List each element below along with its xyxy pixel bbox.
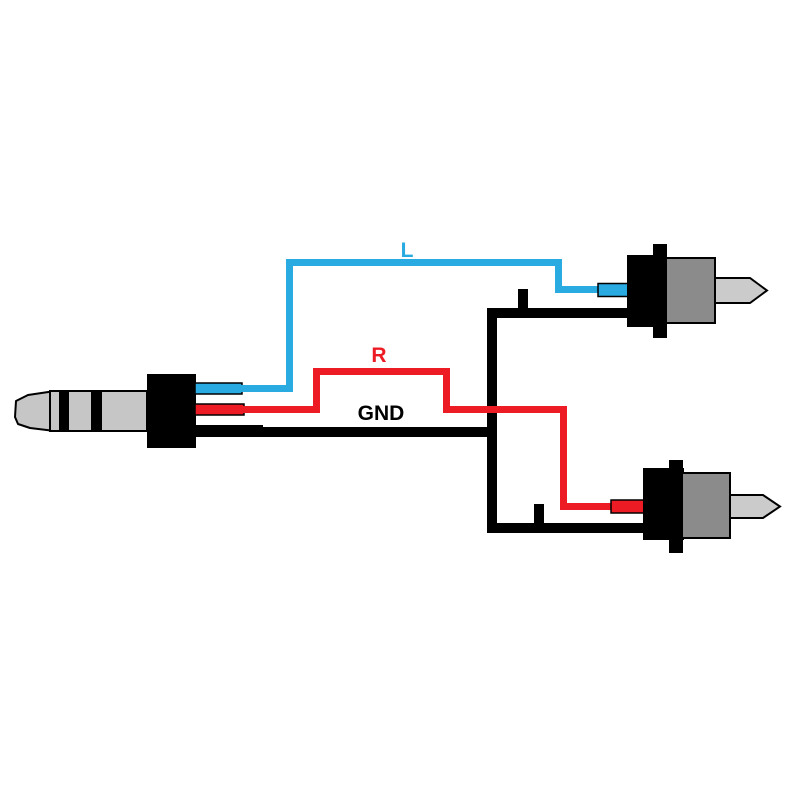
jack-insulator-ring-2 [91,390,102,432]
rca-top-pin [714,277,769,304]
rca-bottom-lead [610,499,646,514]
rca-top-flange [653,244,667,338]
jack-body [147,374,196,448]
right-channel-wire [240,368,616,510]
jack-lead-left [194,382,243,395]
rca-bottom-flange [669,460,683,553]
ground-wire [260,289,646,533]
jack-lead-ground [195,425,263,437]
jack-insulator-ring-1 [59,390,69,432]
ground-label: GND [358,402,405,425]
rca-plug-top-icon [597,244,769,338]
rca-bottom-pin [729,494,782,519]
jack-lead-right [194,403,245,416]
right-channel-label: R [371,344,386,367]
rca-plug-bottom-icon [610,460,782,553]
left-channel-label: L [401,239,414,262]
rca-bottom-shell [680,472,731,539]
rca-top-lead [597,282,631,298]
rca-top-shell [664,257,716,324]
trs-jack-icon [14,374,263,448]
left-channel-wire [237,259,604,392]
